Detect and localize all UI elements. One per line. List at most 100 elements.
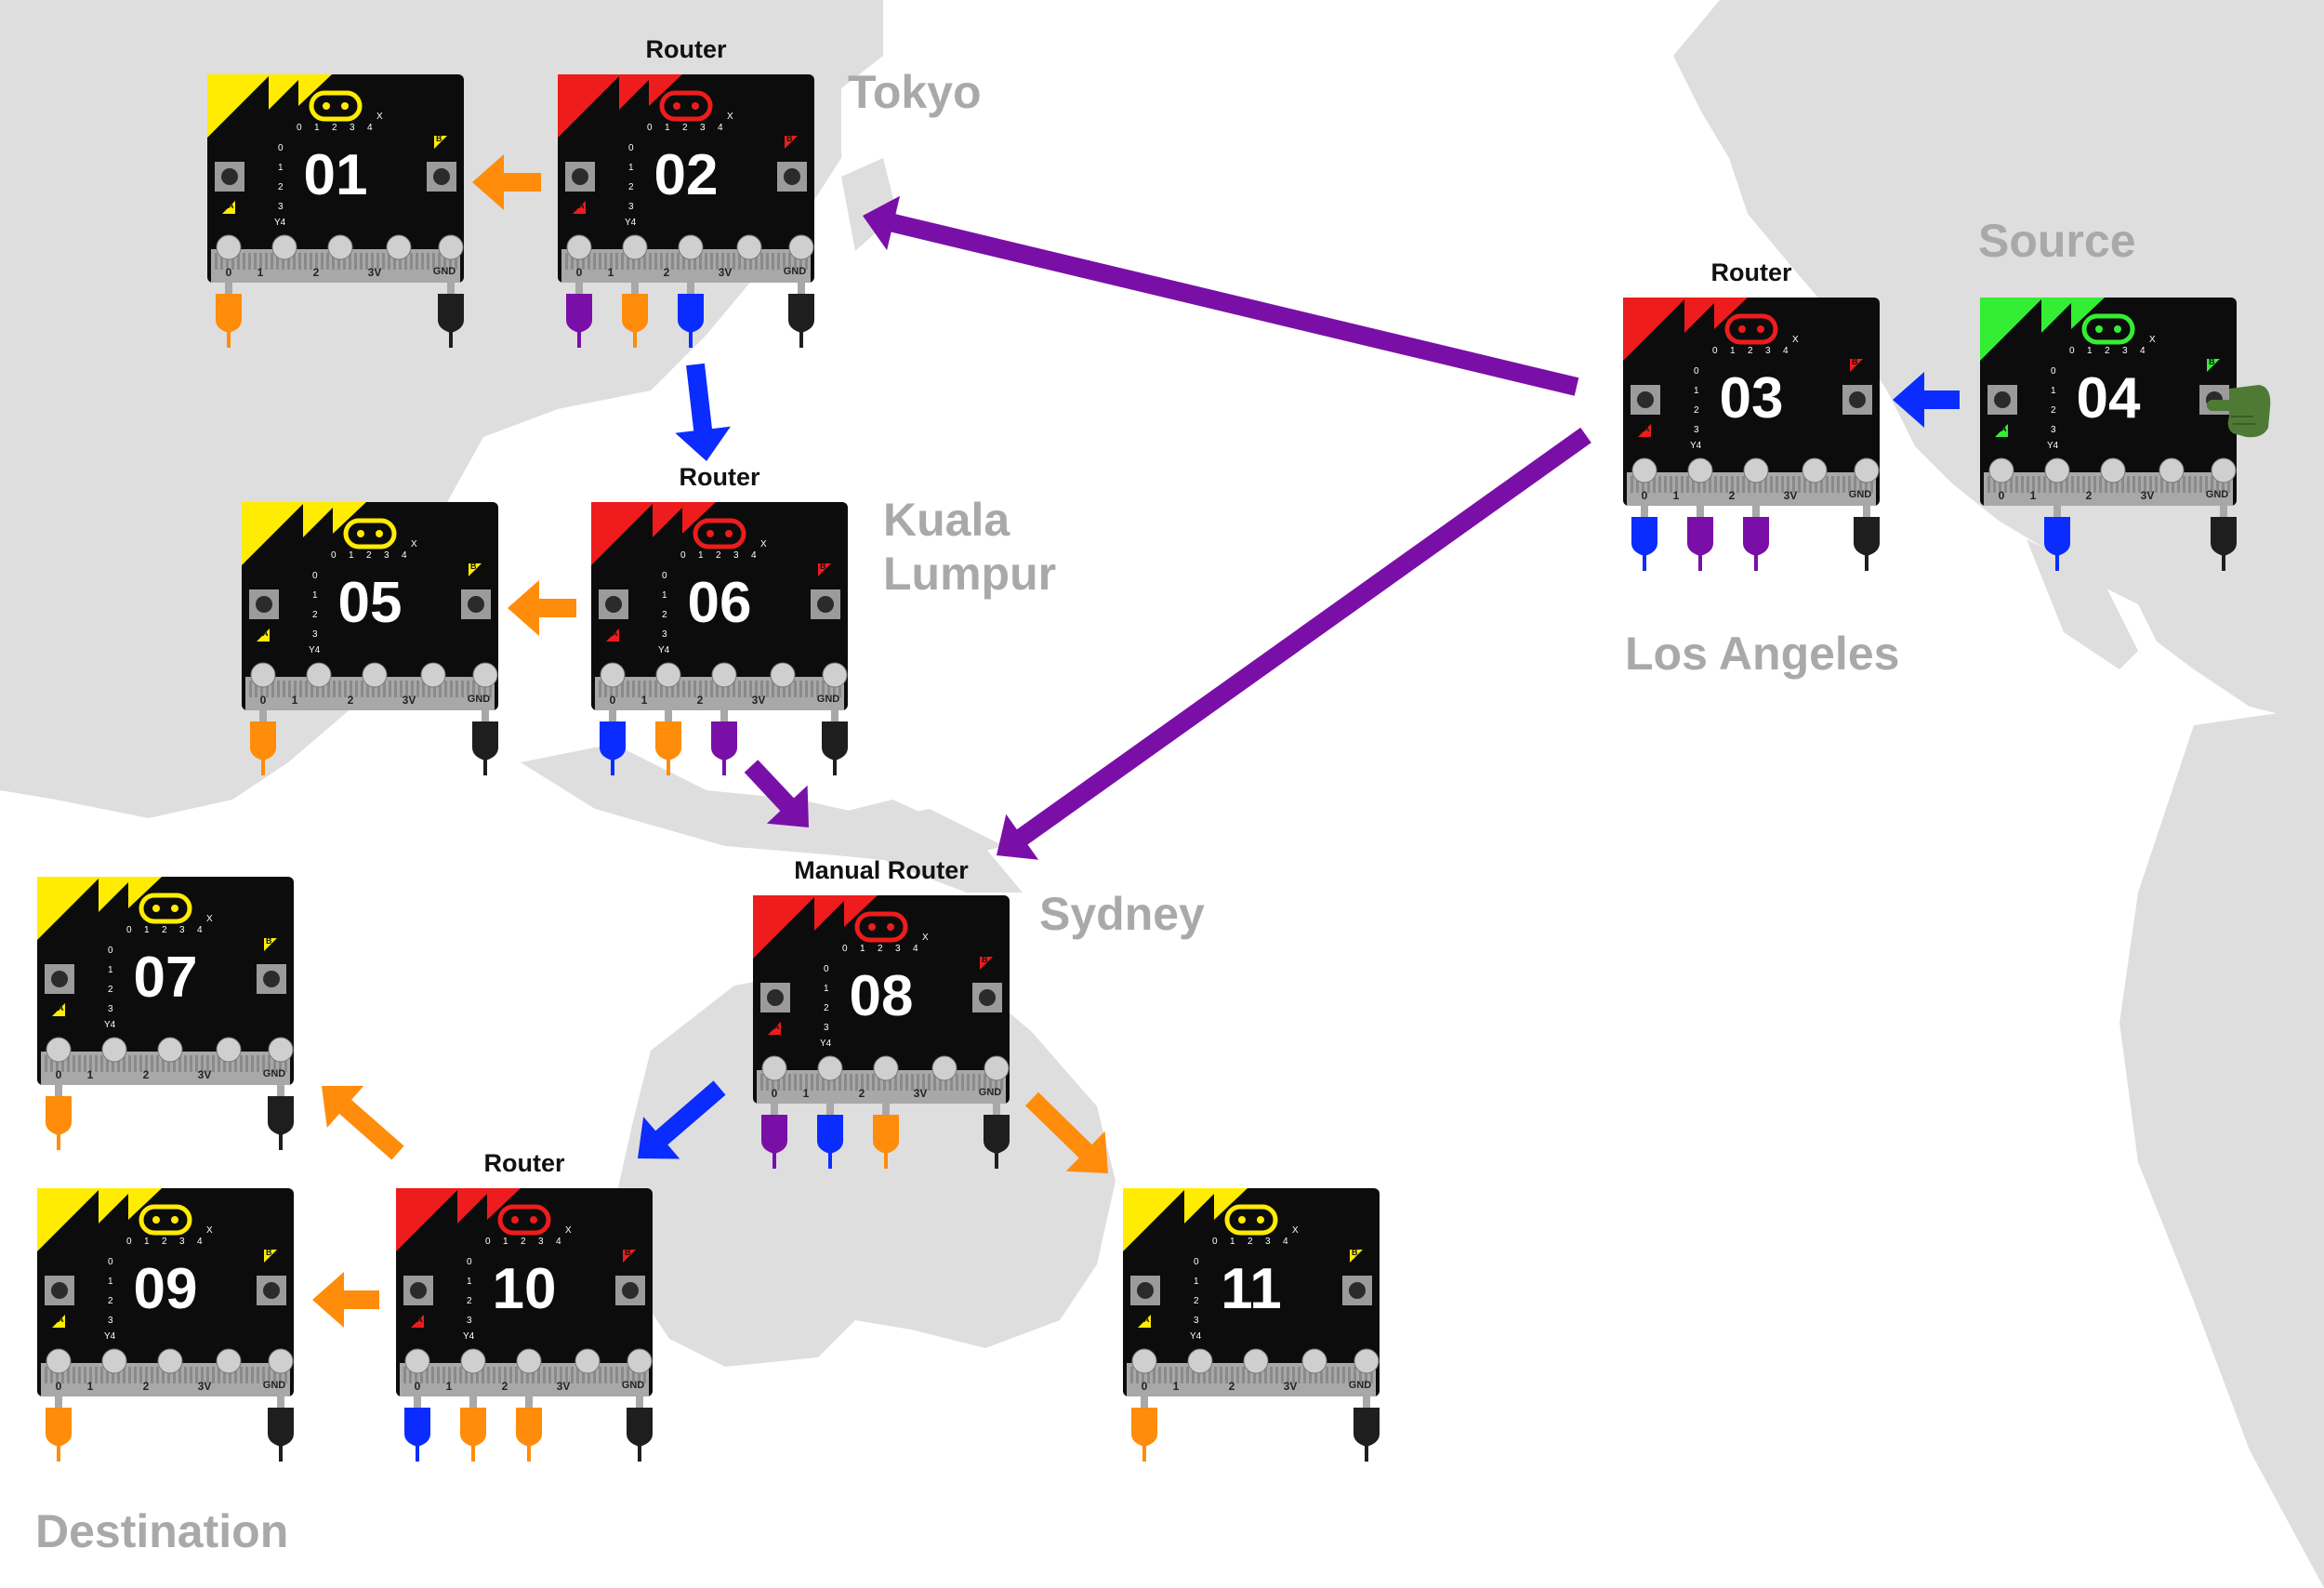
role-tooth [1684,298,1720,333]
edge-connector-tooth [284,1055,287,1072]
role-tooth [1214,1188,1248,1220]
edge-connector-tooth [794,1074,797,1091]
matrix-col-label: 3 [350,123,355,133]
edge-connector-tooth [195,1055,198,1072]
pin-label: 1 [2029,489,2037,502]
edge-connector-tooth [1153,1367,1155,1383]
button-a-letter: A [416,1315,423,1324]
edge-connector-tooth [73,1367,75,1383]
matrix-col-label: 0 [647,123,653,133]
edge-connector-tooth [682,681,685,697]
pin-label: 0 [575,266,583,279]
edge-connector-tooth [167,1055,170,1072]
edge-connector-tooth [944,1074,947,1091]
edge-connector-tooth [349,253,351,270]
matrix-col-label: 2 [682,123,688,133]
edge-connector-tooth [145,1055,148,1072]
pin-label: 1 [1672,489,1680,502]
edge-connector-tooth [2015,476,2018,493]
map-land-png [818,800,1023,893]
matrix-row-label: 2 [1694,405,1699,416]
logo-dot [1757,325,1764,333]
edge-connector-tooth [478,681,481,697]
wire-lead-orange [43,1085,74,1150]
edge-connector-tooth [2138,476,2141,493]
board-artwork [1123,1188,1380,1396]
edge-connector-tooth [1275,1367,1278,1383]
edge-connector-tooth [276,253,279,270]
edge-connector-tooth [710,681,713,697]
edge-connector-tooth [2188,476,2191,493]
role-tooth [298,74,332,106]
edge-connector-tooth [805,253,808,270]
edge-connector-tooth [2166,476,2169,493]
role-corner-flag [207,74,271,138]
edge-connector-tooth [571,1367,574,1383]
edge-connector-tooth [1681,476,1684,493]
edge-connector-tooth [599,253,601,270]
microbit-logo [497,1204,551,1236]
link-arrow-06-to-08 [744,760,809,827]
edge-connector-tooth [411,681,414,697]
edge-connector-tooth [744,253,746,270]
edge-connector-tooth [1993,476,1996,493]
pin-label: 3V [556,1380,571,1393]
edge-connector-tooth [2211,476,2213,493]
edge-connector-tooth [716,253,719,270]
pin-label: 2 [347,694,354,707]
edge-pin-hole [404,1348,430,1374]
edge-connector-tooth [268,1367,271,1383]
wire-lead-purple [563,283,595,348]
button-b-cap [1849,391,1866,408]
edge-connector-tooth [777,253,780,270]
pin-label: 0 [1998,489,2005,502]
edge-connector-tooth [459,1367,462,1383]
edge-pin-hole [1743,457,1769,483]
link-arrow-10-to-07 [322,1085,404,1160]
edge-connector-tooth [61,1367,64,1383]
pin-label: GND [783,266,807,277]
edge-pin-hole [1131,1348,1157,1374]
button-b-marker [818,563,831,576]
edge-connector-tooth [643,681,646,697]
matrix-row-label: 1 [1694,386,1699,396]
role-corner-flag [242,502,305,565]
wire-lead-black [265,1396,297,1462]
edge-pin-hole [268,1037,294,1063]
matrix-col-label: 0 [126,925,132,935]
edge-connector-tooth [2110,476,2113,493]
edge-connector-tooth [744,681,746,697]
button-b-cap [468,596,484,613]
button-a-letter: A [578,201,585,210]
edge-connector-tooth [422,681,425,697]
matrix-col-label: 3 [1265,1237,1271,1247]
edge-pin-hole [600,662,626,688]
edge-connector-tooth [788,253,791,270]
button-a-marker [52,1003,65,1016]
button-a-letter: A [1644,424,1650,433]
edge-connector-tooth [1186,1367,1189,1383]
edge-connector-tooth [833,681,836,697]
matrix-col-label: 2 [878,944,883,954]
matrix-row-label: 0 [662,571,667,581]
edge-connector-tooth [433,681,436,697]
edge-connector-tooth [327,681,330,697]
edge-connector-tooth [1670,476,1672,493]
edge-connector-tooth [360,253,363,270]
role-tooth [2071,298,2105,329]
edge-pin-hole [472,662,498,688]
edge-connector-tooth [615,681,618,697]
edge-pin-hole [250,662,276,688]
button-a-marker [411,1315,424,1328]
edge-connector-tooth [1764,476,1767,493]
edge-connector-tooth [399,253,402,270]
edge-connector-tooth [403,1367,406,1383]
edge-connector-tooth [277,681,280,697]
edge-connector-tooth [504,1367,507,1383]
edge-pin-hole [101,1348,127,1374]
edge-connector-tooth [2133,476,2135,493]
